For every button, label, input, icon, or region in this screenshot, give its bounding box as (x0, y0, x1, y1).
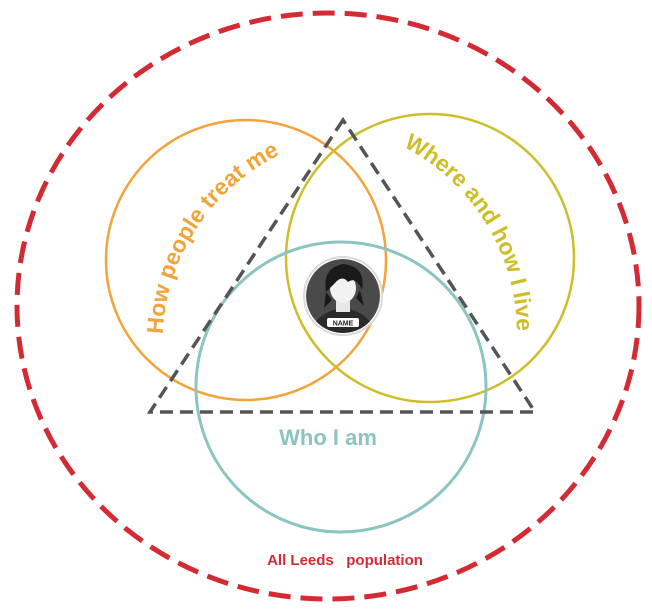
population-label: All Leeds population (267, 552, 423, 569)
who-i-am-label: Who I am (279, 425, 377, 450)
where-and-how-i-live-label: Where and how I live (401, 128, 538, 331)
how-people-treat-me-label: How people treat me (142, 136, 283, 335)
where-and-how-i-live-circle (284, 112, 576, 404)
outer-population-boundary (14, 10, 642, 602)
person-avatar-icon: NAME (303, 256, 383, 336)
dashed-triangle (146, 116, 539, 414)
who-i-am-circle (194, 240, 488, 534)
avatar-name-label: NAME (333, 321, 354, 328)
how-people-treat-me-circle (104, 118, 388, 402)
